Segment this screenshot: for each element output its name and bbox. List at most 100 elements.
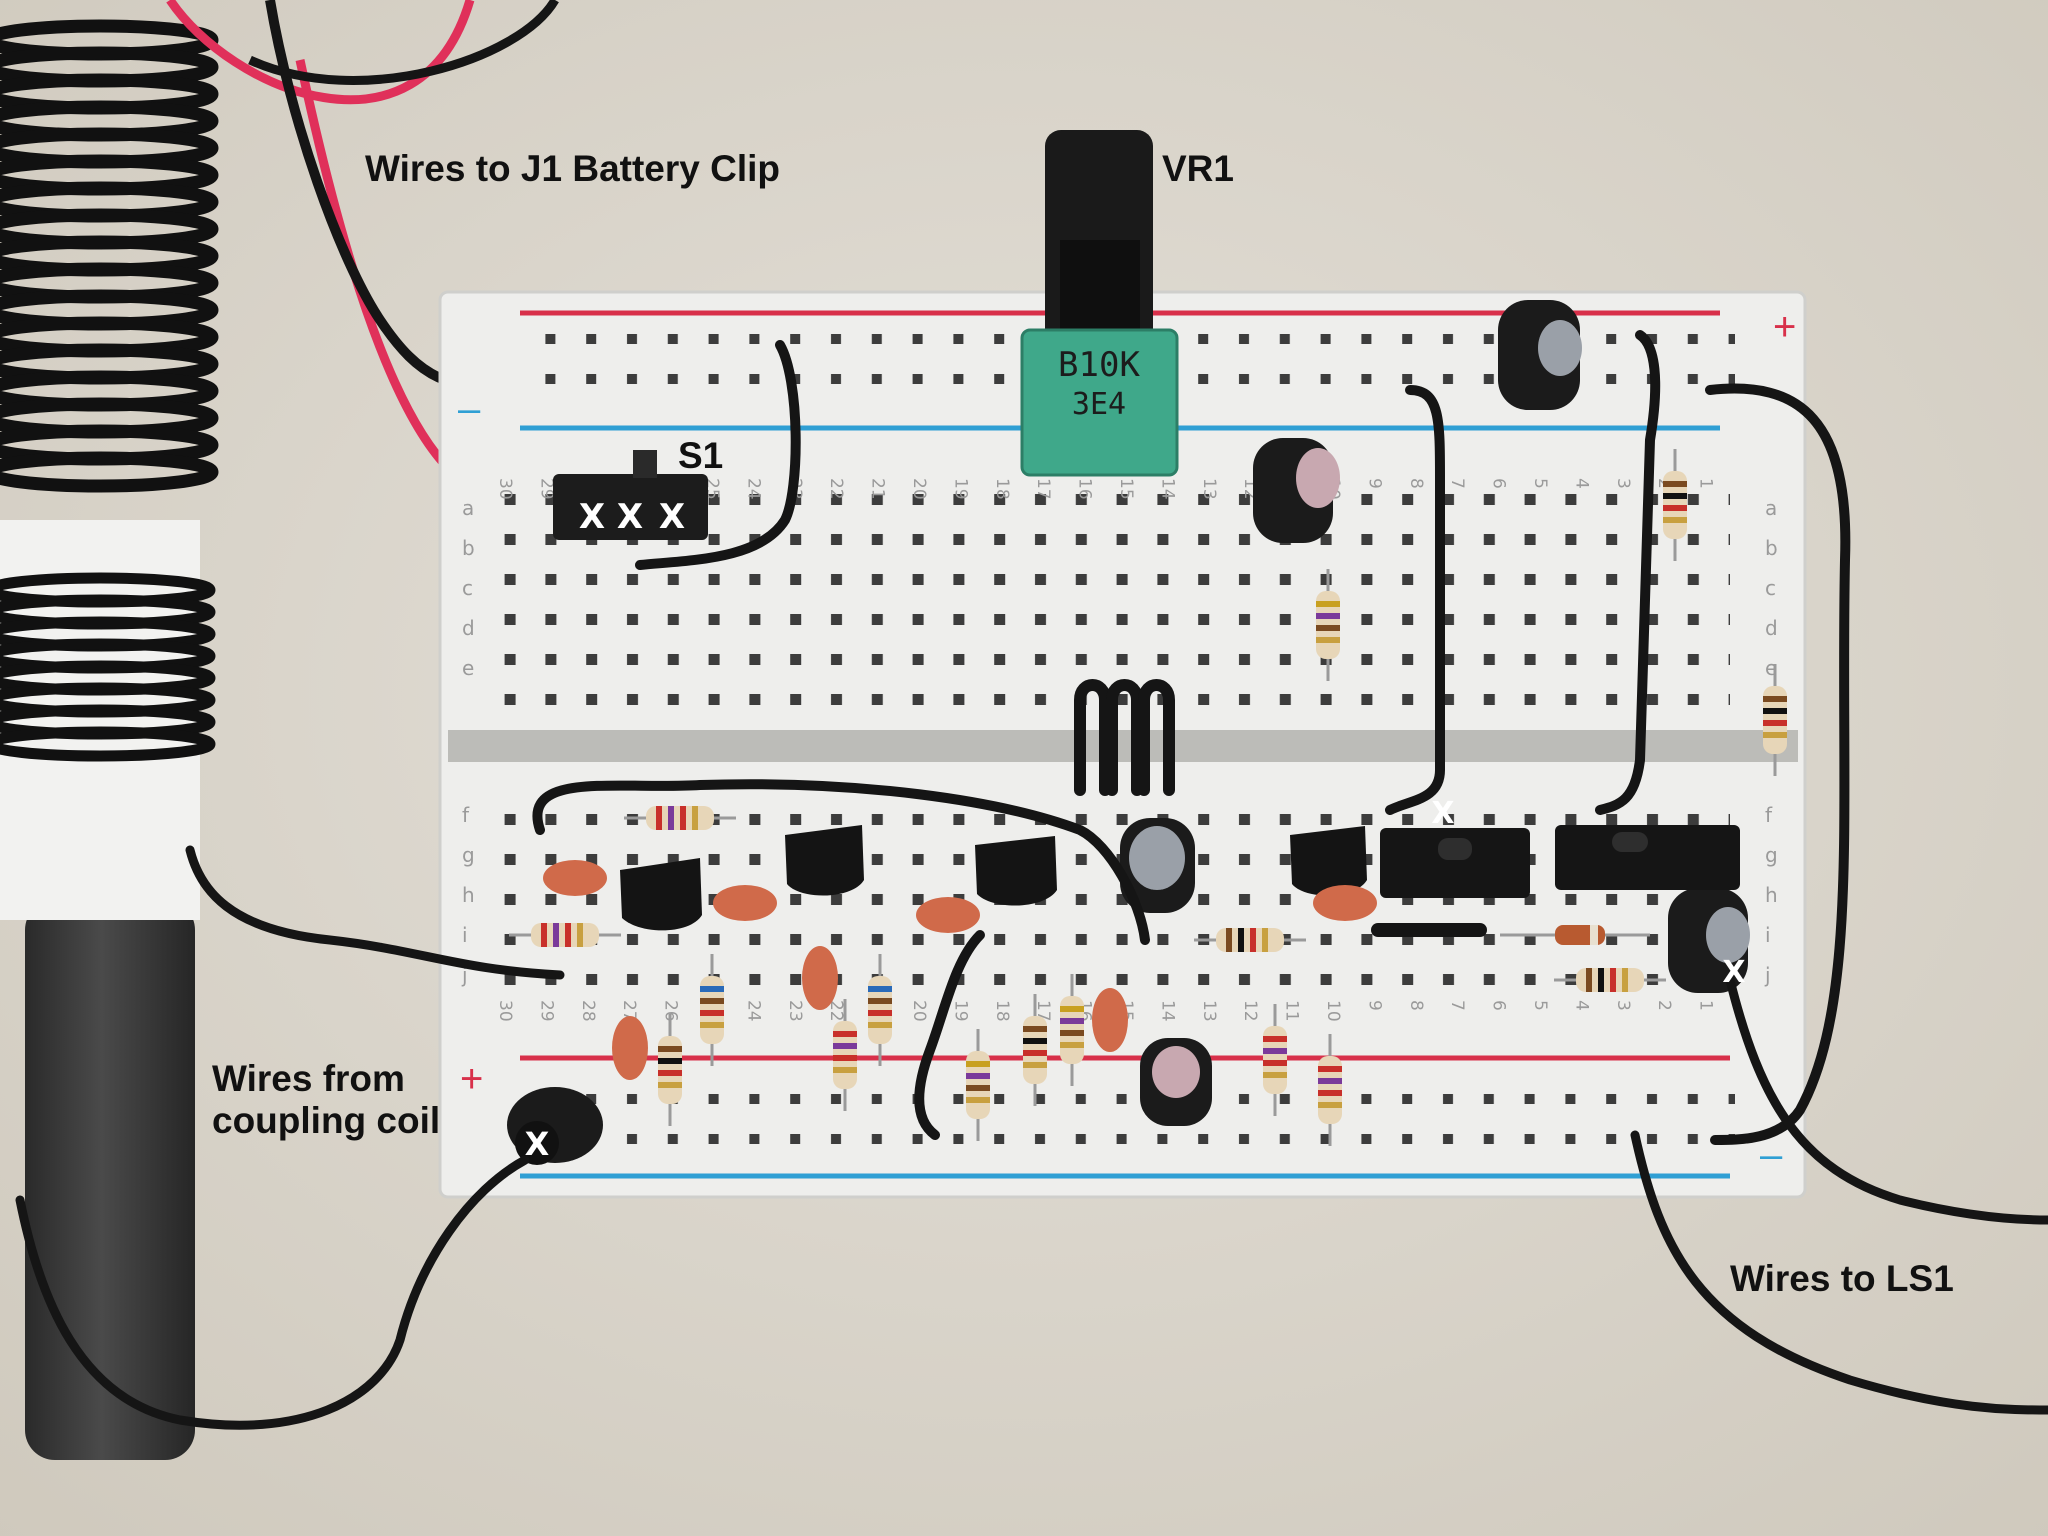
label-ls1: Wires to LS1 — [1730, 1258, 1954, 1299]
row-letter-left: i — [462, 923, 468, 947]
electrolytic-capacitor-center — [1120, 818, 1195, 913]
transistor-q2 — [785, 825, 864, 896]
column-number-top: 20 — [909, 478, 929, 500]
diode — [1500, 925, 1650, 945]
row-letter-left: g — [462, 843, 475, 867]
row-letter-right: c — [1765, 576, 1776, 600]
label-s1: S1 — [678, 435, 724, 476]
label-coupling-coil-line2: coupling coil — [212, 1100, 441, 1141]
bottom-rail-minus: – — [1760, 1133, 1783, 1177]
resistor — [1763, 664, 1787, 776]
column-number-bottom: 4 — [1571, 1000, 1591, 1011]
column-number-top: 16 — [1075, 478, 1095, 500]
ceramic-cap-7 — [1092, 988, 1128, 1052]
column-number-top: 3 — [1613, 478, 1633, 489]
transistor-q3 — [975, 836, 1057, 906]
column-number-bottom: 11 — [1282, 1000, 1302, 1022]
resistor — [624, 806, 736, 830]
mark-s1-2: X — [617, 497, 643, 537]
row-letter-right: a — [1765, 496, 1777, 520]
ceramic-cap-3 — [916, 897, 980, 933]
column-number-bottom: 7 — [1447, 1000, 1467, 1011]
column-number-top: 13 — [1199, 478, 1219, 500]
transistor-q1 — [620, 858, 702, 931]
column-number-bottom: 26 — [661, 1000, 681, 1022]
row-letter-right: j — [1764, 963, 1771, 987]
column-number-top: 14 — [1157, 478, 1177, 500]
top-rail-minus: – — [458, 387, 481, 431]
row-letter-right: i — [1765, 923, 1771, 947]
row-letter-left: a — [462, 496, 474, 520]
column-number-bottom: 2 — [1654, 1000, 1674, 1011]
resistor — [700, 954, 724, 1066]
column-number-bottom: 22 — [826, 1000, 846, 1022]
column-number-bottom: 29 — [536, 1000, 556, 1022]
pot-marking-line1: B10K — [1058, 345, 1140, 385]
row-letter-left: e — [462, 656, 474, 680]
column-number-top: 18 — [992, 478, 1012, 500]
row-letter-left: c — [462, 576, 473, 600]
column-number-bottom: 20 — [909, 1000, 929, 1022]
column-number-bottom: 30 — [495, 1000, 515, 1022]
coil-winding-bottom — [0, 572, 216, 762]
ceramic-cap-4 — [1313, 885, 1377, 921]
row-letter-right: d — [1765, 616, 1778, 640]
label-vr1: VR1 — [1162, 148, 1234, 189]
bottom-rail-plus: + — [460, 1057, 483, 1101]
coil-turn — [0, 451, 219, 493]
coil-turn — [0, 726, 216, 762]
column-number-bottom: 3 — [1613, 1000, 1633, 1011]
column-number-bottom: 28 — [578, 1000, 598, 1022]
mark-coupling-cap: X — [525, 1125, 550, 1163]
column-number-top: 9 — [1364, 478, 1384, 489]
column-number-bottom: 27 — [619, 1000, 639, 1022]
column-number-top: 19 — [950, 478, 970, 500]
ceramic-cap-5 — [612, 1016, 648, 1080]
slide-switch-s1 — [553, 474, 708, 540]
mark-cap-pin: X — [1722, 955, 1745, 990]
column-number-bottom: 10 — [1323, 1000, 1343, 1022]
resistor — [868, 954, 892, 1066]
column-number-bottom: 5 — [1530, 1000, 1550, 1011]
column-number-top: 5 — [1530, 478, 1550, 489]
audio-ic-left — [1380, 828, 1530, 898]
row-letter-right: f — [1765, 803, 1773, 827]
column-number-top: 15 — [1116, 478, 1136, 500]
transistor-q4 — [1290, 826, 1367, 896]
resistor — [658, 1014, 682, 1126]
electrolytic-capacitor-right-top — [1498, 300, 1582, 410]
row-letter-right: h — [1765, 883, 1778, 907]
column-number-top: 4 — [1571, 478, 1591, 489]
electrolytic-capacitor-left — [507, 1087, 603, 1165]
column-number-top: 8 — [1406, 478, 1426, 489]
resistor — [1023, 994, 1047, 1106]
electrolytic-capacitor-right-bottom — [1668, 888, 1750, 993]
center-channel — [448, 730, 1798, 762]
row-letter-left: h — [462, 883, 475, 907]
column-number-top: 17 — [1033, 478, 1053, 500]
electrolytic-capacitor-top — [1253, 438, 1340, 543]
connection-marks: X X X X X X — [525, 497, 1746, 1163]
resistor — [509, 923, 621, 947]
column-number-bottom: 19 — [950, 1000, 970, 1022]
column-number-bottom: 8 — [1406, 1000, 1426, 1011]
row-letter-left: f — [462, 803, 470, 827]
column-number-bottom: 14 — [1157, 1000, 1177, 1022]
column-number-bottom: 18 — [992, 1000, 1012, 1022]
column-number-bottom: 24 — [743, 1000, 763, 1022]
ceramic-cap-2 — [713, 885, 777, 921]
resistor — [1060, 974, 1084, 1086]
ceramic-cap-6 — [802, 946, 838, 1010]
column-number-top: 1 — [1696, 478, 1716, 489]
top-rail-plus: + — [1773, 305, 1796, 349]
row-letter-left: b — [462, 536, 475, 560]
label-battery-wires: Wires to J1 Battery Clip — [365, 148, 781, 189]
column-number-bottom: 12 — [1240, 1000, 1260, 1022]
column-number-bottom: 1 — [1696, 1000, 1716, 1011]
ceramic-cap-1 — [543, 860, 607, 896]
resistor — [833, 999, 857, 1111]
column-number-top: 7 — [1447, 478, 1467, 489]
column-number-top: 30 — [495, 478, 515, 500]
ferrite-rod-antenna — [0, 19, 219, 1460]
